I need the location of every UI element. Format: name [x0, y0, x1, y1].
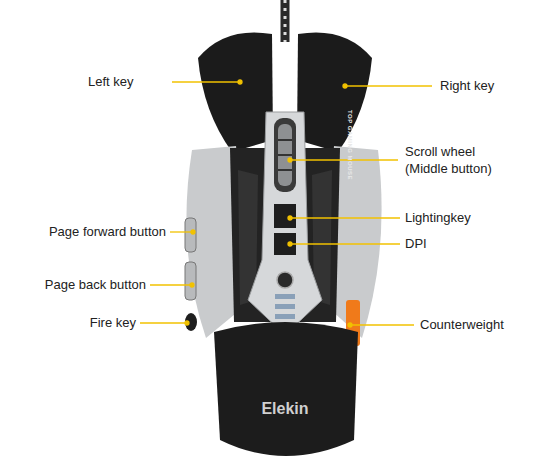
part-label: Page forward button: [0, 223, 166, 240]
part-label: Page back button: [0, 276, 146, 293]
part-label: Lightingkey: [405, 209, 525, 226]
part-label: Left key: [88, 73, 170, 90]
part-label: Right key: [440, 77, 540, 94]
part-label: Scroll wheel (Middle button): [405, 143, 513, 177]
part-label: Fire key: [0, 314, 136, 331]
part-label: Counterweight: [420, 316, 550, 333]
mouse-print: TOP GAMING MOUSE: [345, 110, 354, 220]
part-label: DPI: [405, 235, 505, 252]
brand-logo: Elekin: [235, 399, 335, 418]
